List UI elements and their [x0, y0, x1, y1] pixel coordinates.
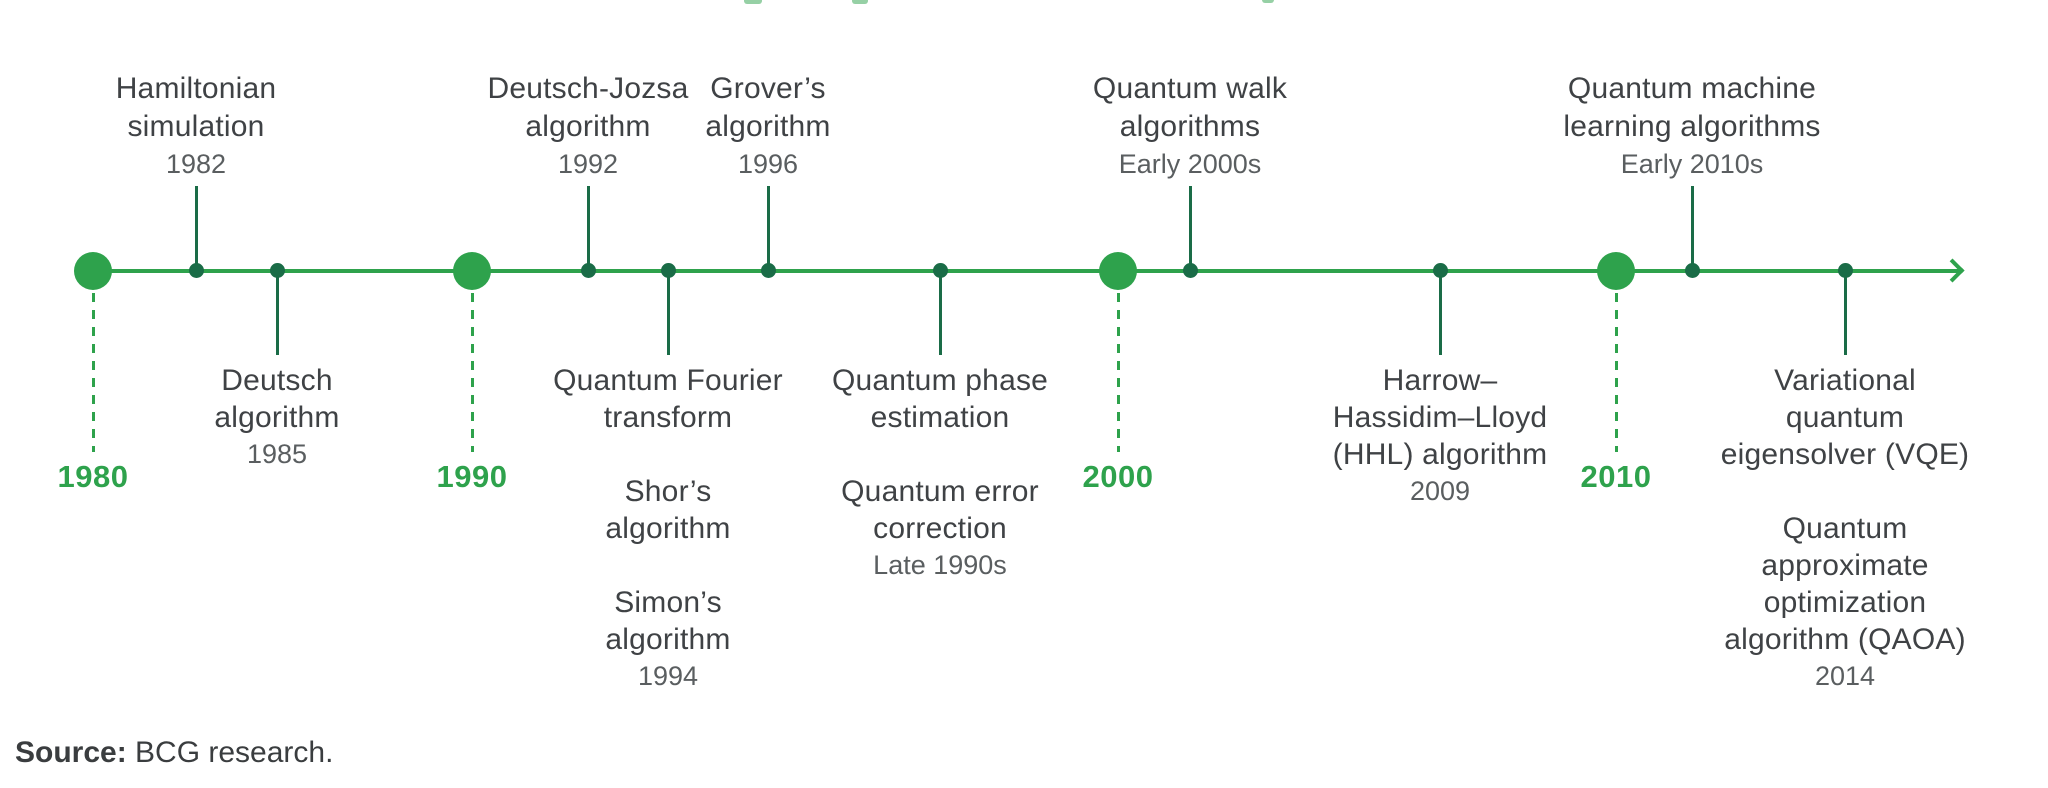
decade-year-label: 2000: [1082, 459, 1154, 494]
timeline-axis: [93, 269, 1960, 273]
event-title: Deutsch-Jozsa algorithm: [487, 72, 689, 143]
event-dot: [1182, 263, 1198, 278]
event-title: Grover’s algorithm: [705, 72, 831, 143]
event-dot: [1432, 263, 1448, 278]
event-stem: [666, 271, 670, 355]
event-year: 2014: [1814, 661, 1876, 691]
event-label-block: Harrow– Hassidim–Lloyd (HHL) algorithm 2…: [1333, 362, 1548, 507]
event-year: Early 2010s: [1620, 149, 1764, 179]
event-stem: [1188, 186, 1192, 271]
event-label-block: Quantum machine learning algorithms Earl…: [1563, 70, 1820, 180]
event-stem: [194, 186, 198, 271]
event-label-block: Variational quantum eigensolver (VQE) Qu…: [1721, 362, 1970, 692]
event-year: 1985: [246, 439, 308, 469]
event-label-block: Deutsch algorithm 1985: [214, 362, 339, 470]
decade-year-label: 1990: [436, 459, 508, 494]
event-stem: [1438, 271, 1442, 355]
decade-dot: [1597, 252, 1635, 290]
event-dot: [760, 263, 776, 278]
timeline-arrow-icon: [1940, 258, 1965, 283]
event-year: 1996: [737, 149, 799, 179]
decade-dashed-stem: [1116, 293, 1120, 452]
decade-dashed-stem: [91, 293, 95, 452]
event-year: 2009: [1409, 476, 1471, 506]
decade-year-label: 1980: [57, 459, 129, 494]
event-stem: [275, 271, 279, 355]
event-dot: [932, 263, 948, 278]
cropped-title-fragment: [852, 0, 868, 4]
event-title: Harrow– Hassidim–Lloyd (HHL) algorithm: [1332, 364, 1548, 471]
cropped-title-fragment: [1262, 0, 1274, 3]
cropped-title-fragment: [744, 0, 762, 4]
decade-dashed-stem: [470, 293, 474, 452]
source-note: Source: BCG research.: [15, 733, 333, 773]
event-dot: [660, 263, 676, 278]
event-label-block: Quantum phase estimation Quantum error c…: [832, 362, 1048, 581]
event-year: 1994: [637, 661, 699, 691]
event-dot: [1684, 263, 1700, 278]
event-title: Deutsch algorithm: [214, 364, 340, 434]
event-dot: [1837, 263, 1853, 278]
event-title: Variational quantum eigensolver (VQE) Qu…: [1720, 364, 1970, 656]
event-stem: [938, 271, 942, 355]
decade-dot: [453, 252, 491, 290]
decade-year-label: 2010: [1580, 459, 1652, 494]
event-title: Quantum phase estimation Quantum error c…: [831, 364, 1049, 545]
event-title: Quantum Fourier transform Shor’s algorit…: [553, 364, 783, 656]
event-year: Early 2000s: [1118, 149, 1262, 179]
event-label-block: Grover’s algorithm 1996: [705, 70, 830, 180]
event-label-block: Hamiltonian simulation 1982: [116, 70, 277, 180]
event-stem: [1843, 271, 1847, 355]
event-dot: [269, 263, 285, 278]
event-dot: [580, 263, 596, 278]
event-dot: [188, 263, 204, 278]
source-text: BCG research.: [126, 736, 334, 769]
event-label-block: Quantum walk algorithms Early 2000s: [1093, 70, 1287, 180]
decade-dot: [1099, 252, 1137, 290]
event-year: 1992: [557, 149, 619, 179]
decade-dot: [74, 252, 112, 290]
event-title: Hamiltonian simulation: [115, 72, 277, 143]
event-stem: [1690, 186, 1694, 271]
event-label-block: Quantum Fourier transform Shor’s algorit…: [553, 362, 783, 692]
event-label-block: Deutsch-Jozsa algorithm 1992: [487, 70, 688, 180]
event-stem: [586, 186, 590, 271]
event-year: 1982: [165, 149, 227, 179]
decade-dashed-stem: [1614, 293, 1618, 452]
source-label: Source:: [15, 736, 127, 769]
event-title: Quantum walk algorithms: [1092, 72, 1288, 143]
event-stem: [766, 186, 770, 271]
event-title: Quantum machine learning algorithms: [1563, 72, 1821, 143]
event-year: Late 1990s: [873, 550, 1007, 580]
